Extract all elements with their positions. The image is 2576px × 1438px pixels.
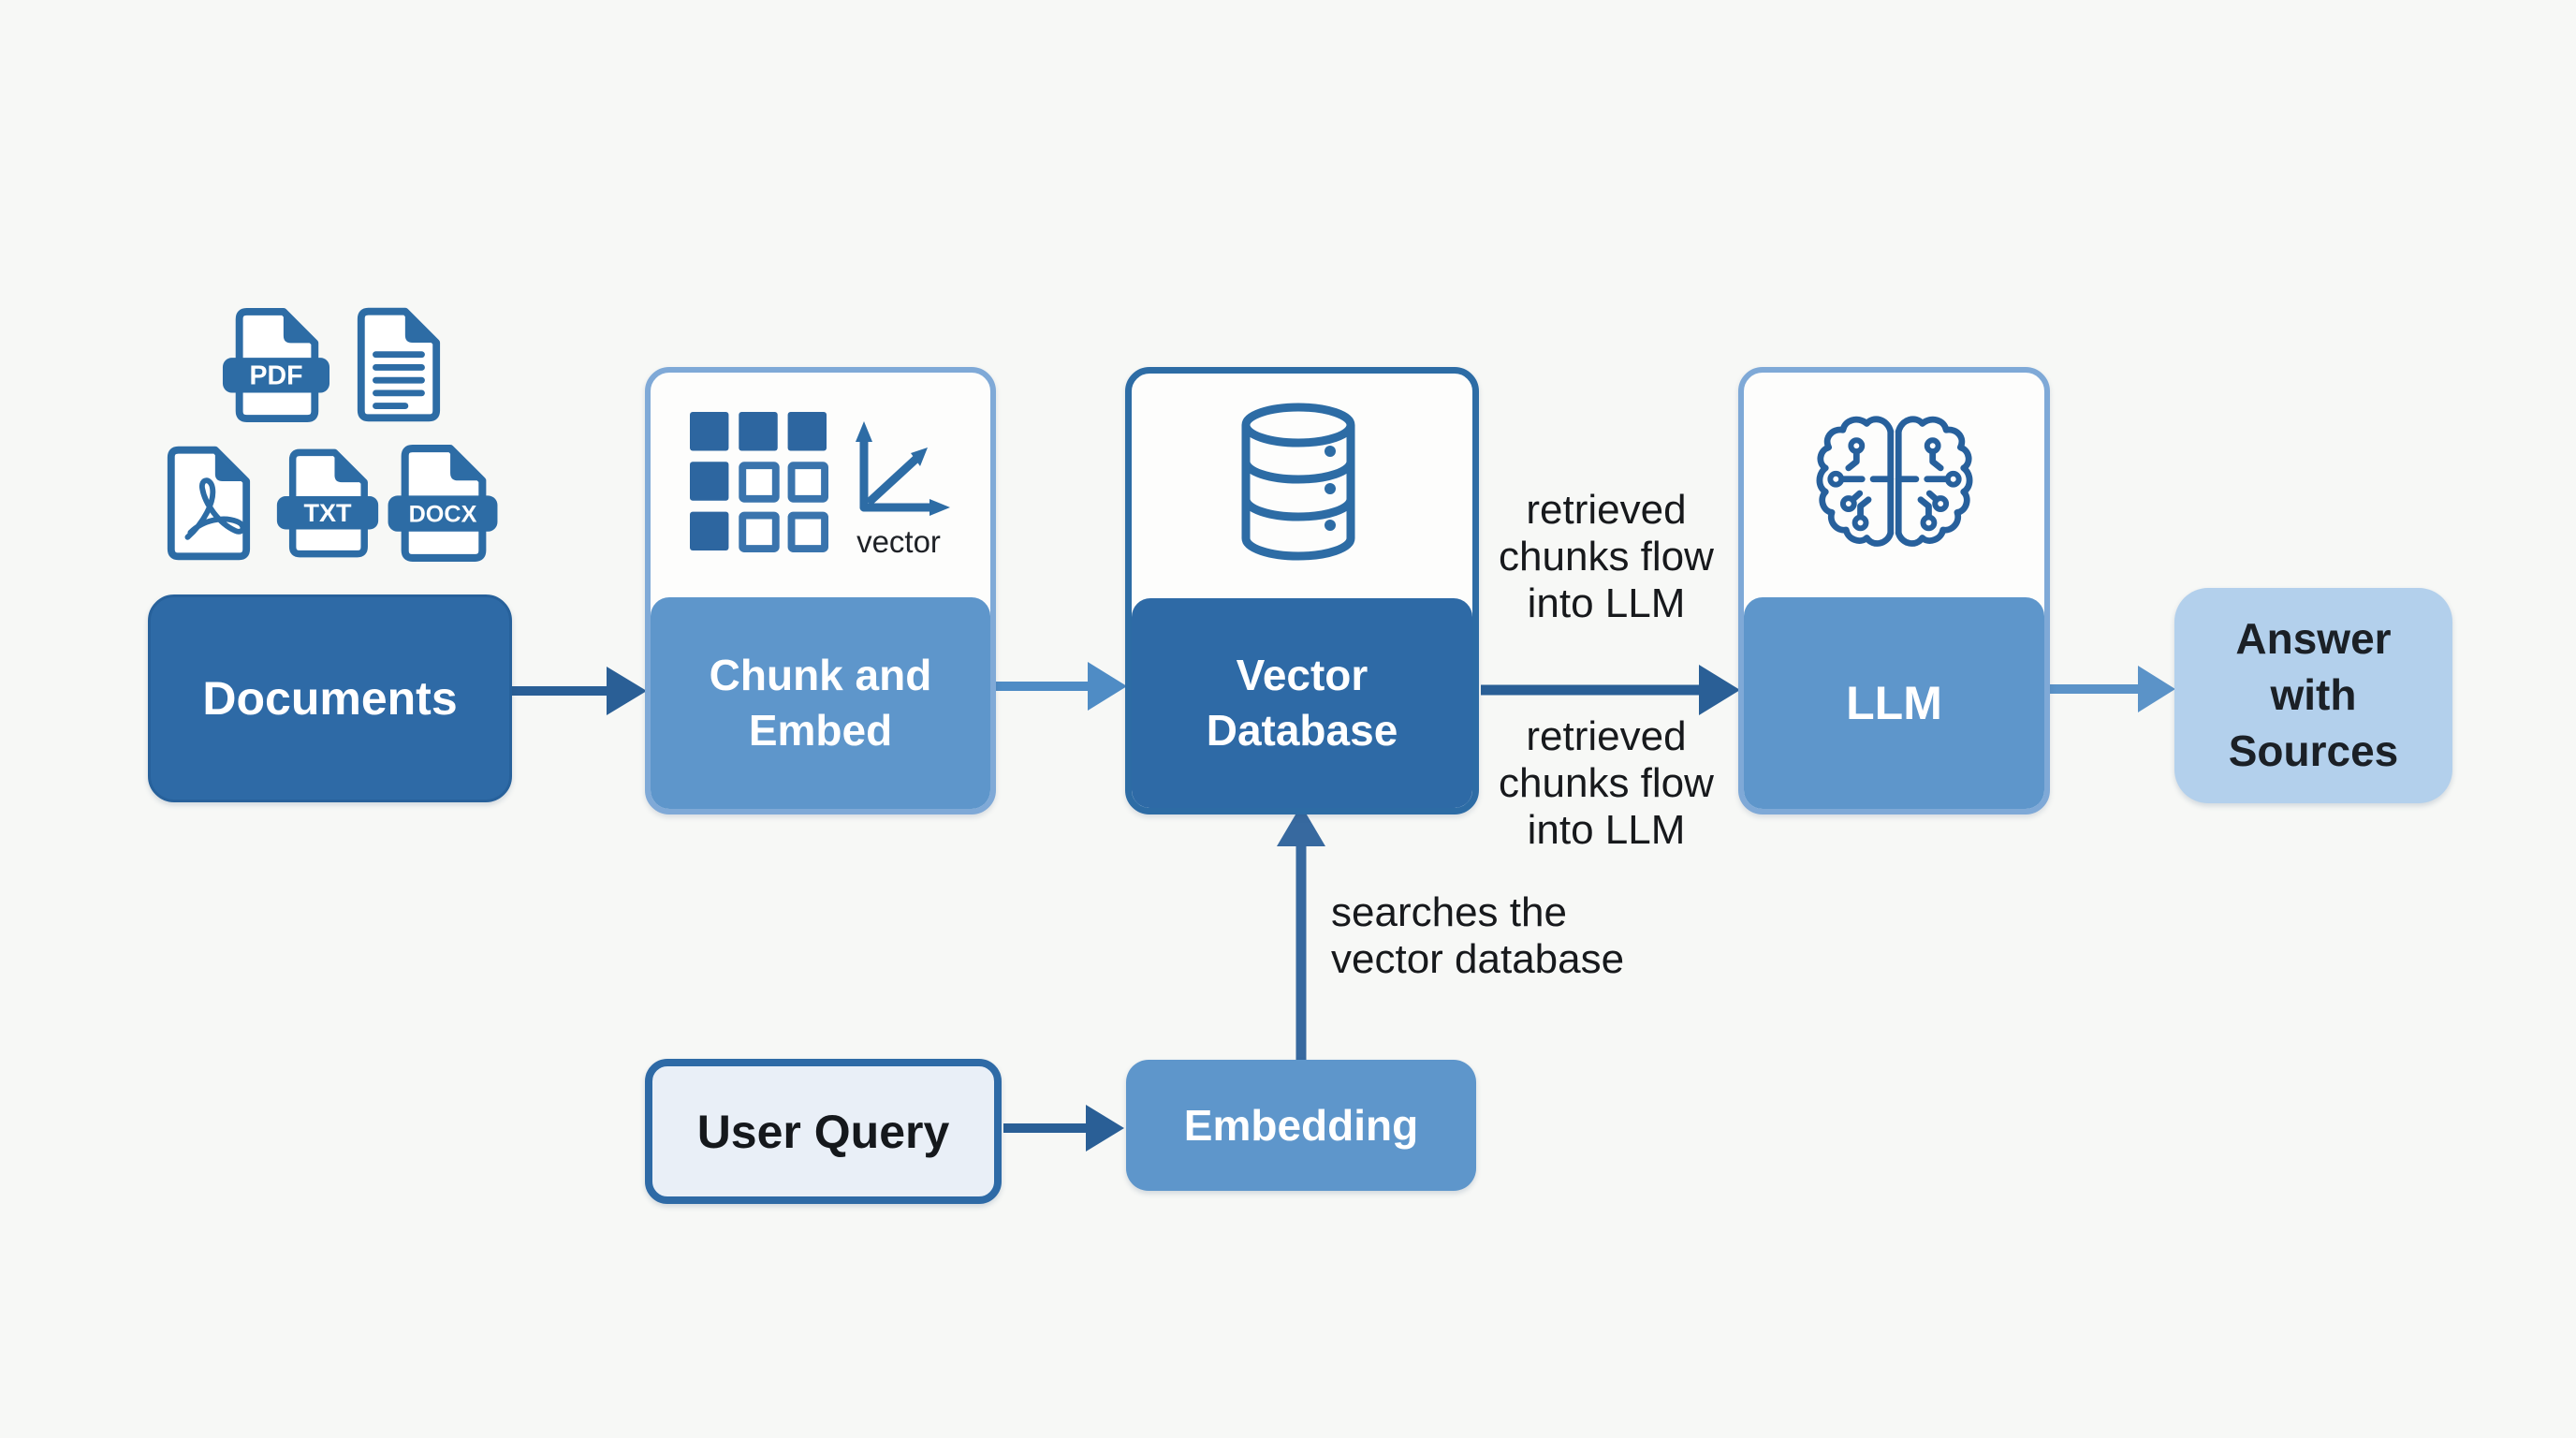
vector-axes-caption: vector — [856, 524, 941, 559]
documents-label: Documents — [202, 672, 458, 725]
document-lines-icon — [357, 307, 441, 422]
answer-with-sources-label: Answer with Sources — [2228, 614, 2399, 775]
node-documents: Documents — [148, 594, 512, 802]
arrow-documents-to-chunk — [512, 667, 647, 715]
chunk-grid-icon — [690, 412, 828, 552]
svg-text:TXT: TXT — [303, 499, 352, 527]
node-embedding: Embedding — [1126, 1060, 1476, 1191]
node-chunk-and-embed: vector Chunk and Embed — [645, 367, 996, 814]
pdf-file-icon: PDF — [222, 308, 330, 422]
edge-label-retrieved-chunks-bottom: retrieved chunks flow into LLM — [1499, 713, 1714, 853]
txt-file-icon: TXT — [276, 448, 379, 558]
node-vector-database: Vector Database — [1125, 367, 1479, 814]
node-user-query: User Query — [645, 1059, 1002, 1204]
llm-label: LLM — [1744, 597, 2044, 809]
edge-label-searches-vector-database: searches the vector database — [1331, 889, 1625, 982]
arrow-vector-db-to-llm — [1481, 665, 1740, 715]
edge-label-retrieved-chunks-top: retrieved chunks flow into LLM — [1499, 487, 1714, 626]
docx-file-icon: DOCX — [388, 445, 498, 562]
arrow-llm-to-answer — [2050, 666, 2175, 712]
svg-text:PDF: PDF — [250, 361, 303, 391]
svg-text:DOCX: DOCX — [409, 502, 477, 528]
chunk-and-embed-label: Chunk and Embed — [651, 597, 990, 809]
node-llm: LLM — [1738, 367, 2050, 814]
embedding-label: Embedding — [1183, 1101, 1419, 1150]
database-icon — [1241, 403, 1355, 561]
vector-database-label: Vector Database — [1132, 598, 1472, 808]
brain-circuit-icon — [1816, 416, 1973, 547]
adobe-pdf-file-icon — [167, 446, 251, 561]
brain-left-half — [1816, 416, 1895, 547]
arrow-user-query-to-embedding — [1003, 1105, 1124, 1152]
arrow-chunk-to-vector-db — [996, 662, 1127, 711]
user-query-label: User Query — [696, 1105, 950, 1158]
vector-axes-icon — [856, 421, 950, 516]
node-answer-with-sources: Answer with Sources — [2174, 588, 2452, 803]
arrow-embedding-to-vector-db — [1277, 805, 1325, 1061]
